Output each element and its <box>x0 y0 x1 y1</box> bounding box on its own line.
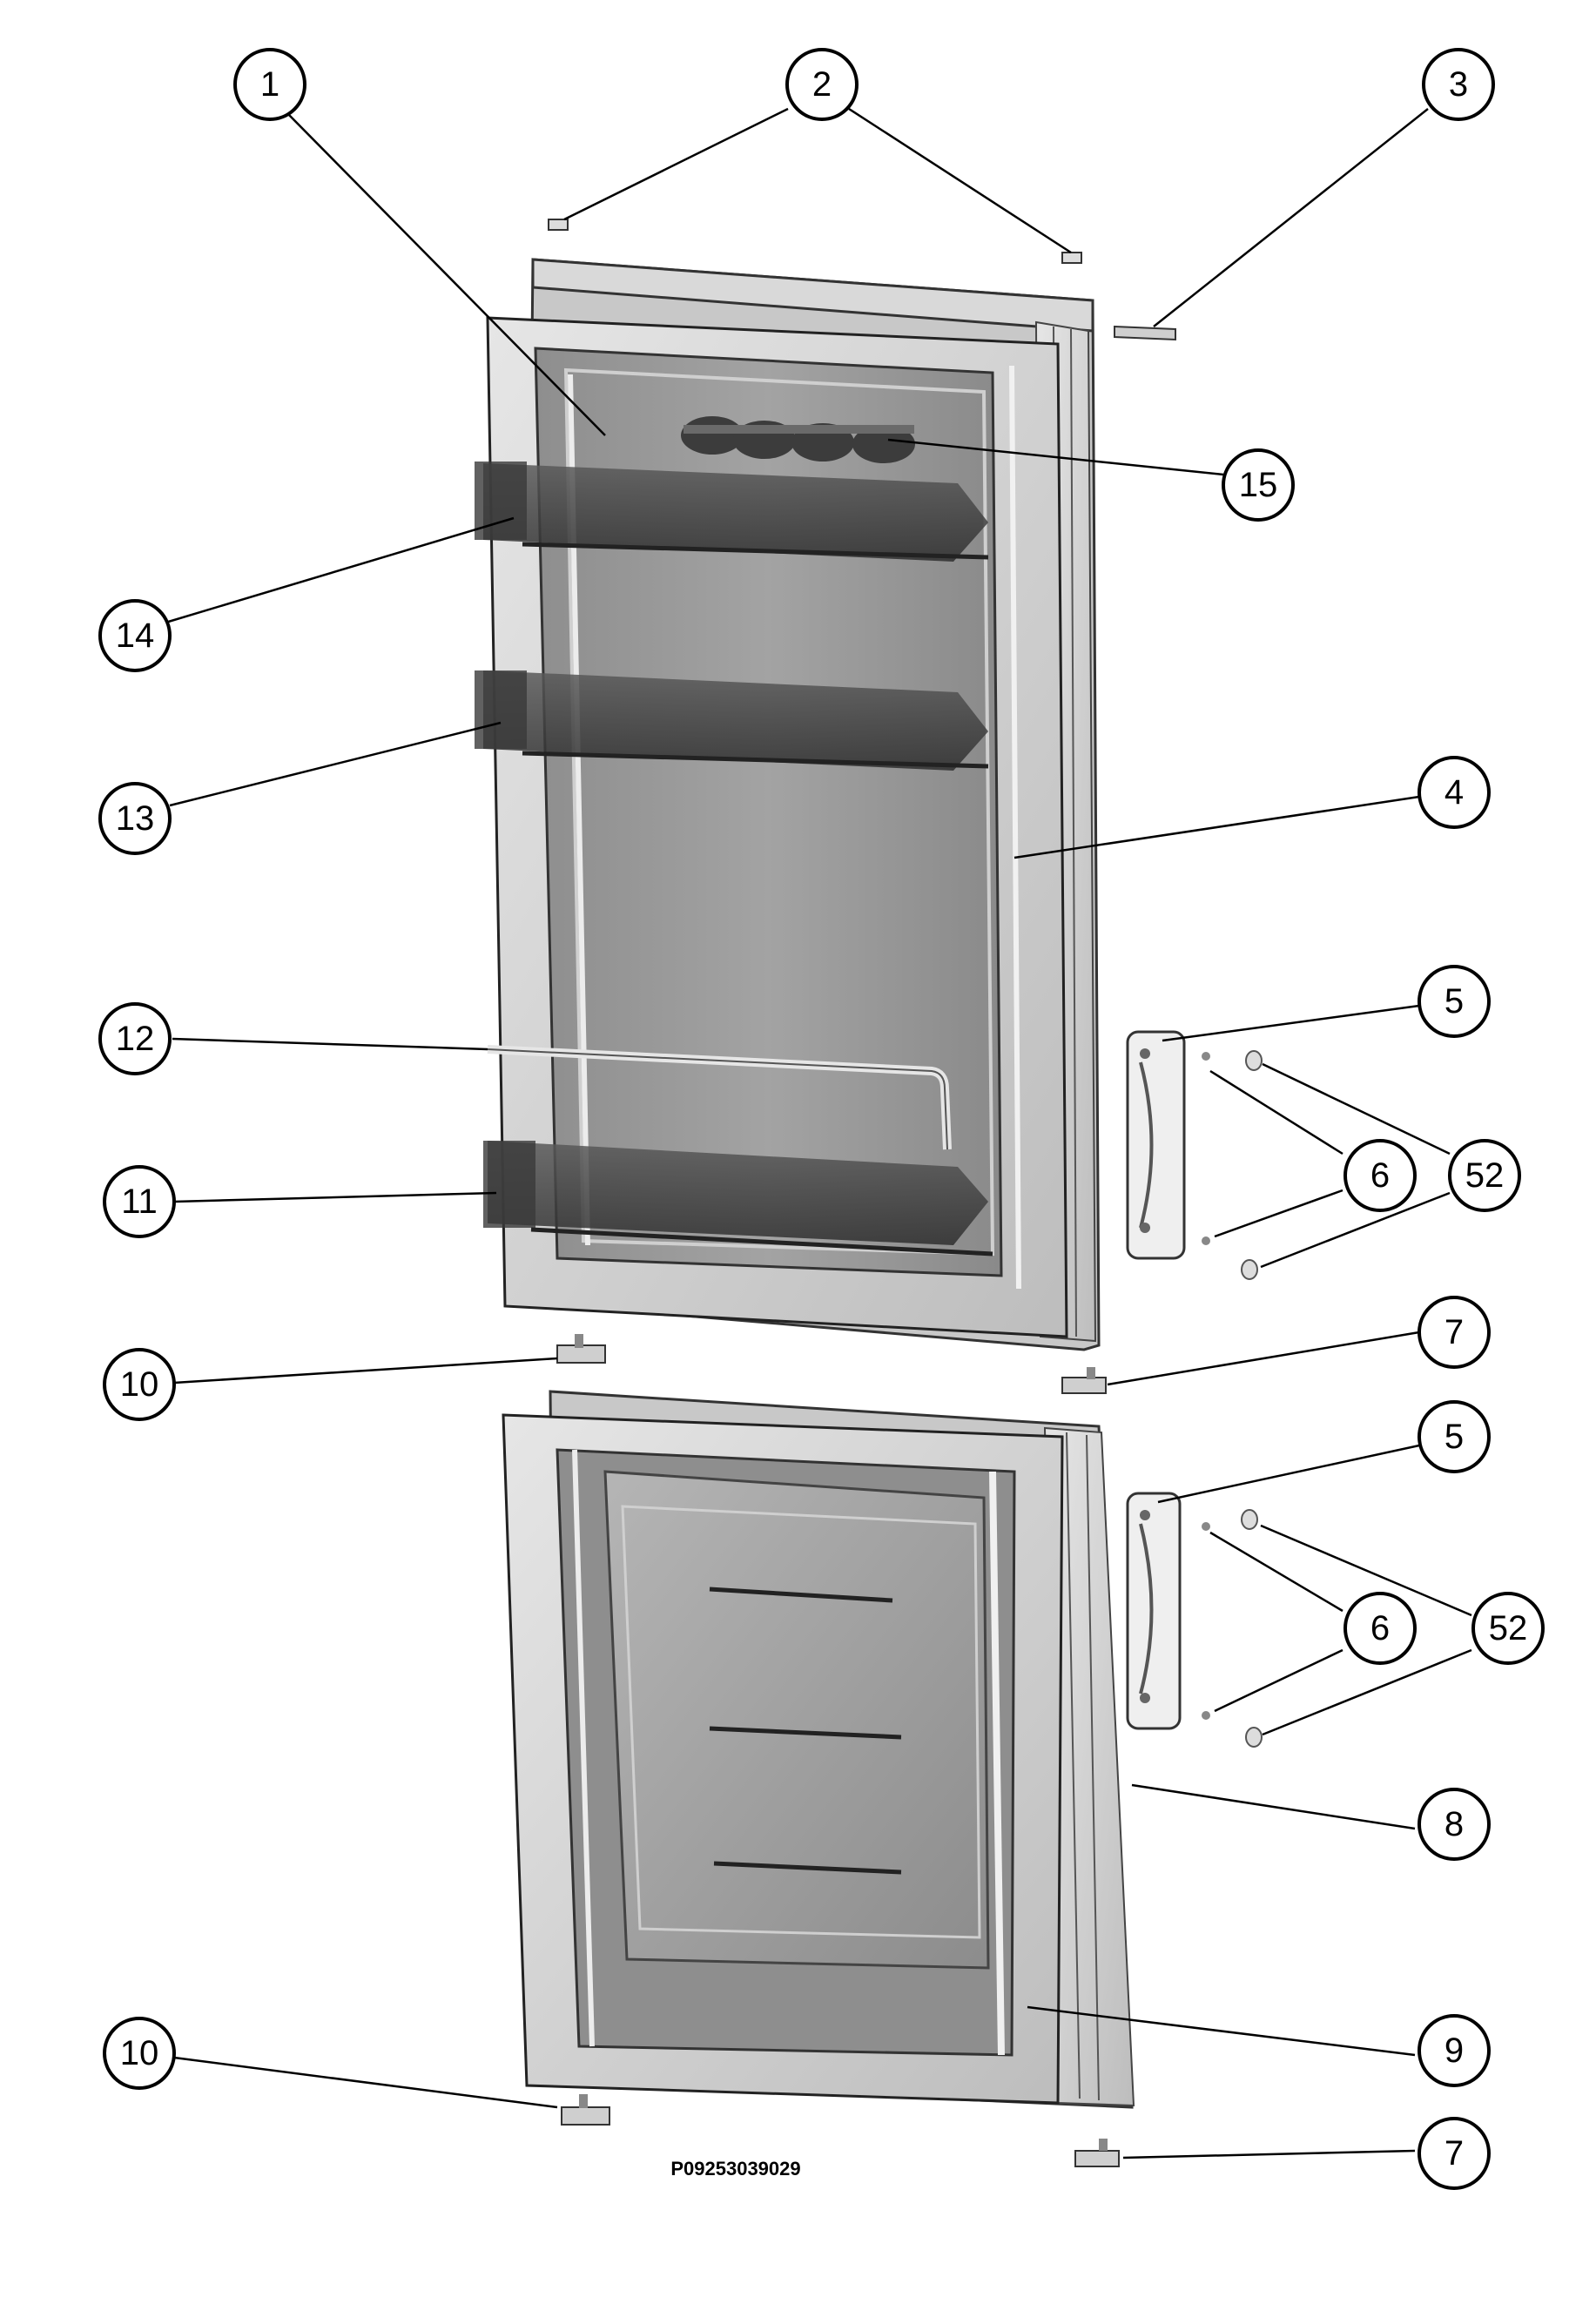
callout-4: 4 <box>1418 756 1491 829</box>
leader-52-lower-b <box>1262 1648 1472 1736</box>
callout-14-label: 14 <box>116 616 155 655</box>
cap-upper-top <box>1245 1050 1263 1071</box>
leader-2-left <box>563 107 789 221</box>
top-trim-strip <box>1114 325 1176 341</box>
leader-6-upper-b <box>1214 1189 1343 1238</box>
leader-7-upper <box>1107 1331 1420 1386</box>
top-cap-right <box>1061 252 1082 264</box>
callout-52-lower: 52 <box>1471 1592 1545 1665</box>
door-shelf-middle <box>475 670 989 771</box>
cap-lower-bottom <box>1245 1727 1263 1748</box>
callout-52-upper: 52 <box>1448 1139 1521 1212</box>
callout-9: 9 <box>1418 2014 1491 2087</box>
hinge-upper-right <box>1061 1367 1107 1394</box>
leader-7-lower <box>1122 2149 1416 2159</box>
lower-door-handle <box>1126 1492 1182 1730</box>
callout-10-lower-label: 10 <box>120 2034 159 2072</box>
upper-door-handle <box>1126 1030 1186 1260</box>
hinge-upper-left <box>556 1334 606 1364</box>
leader-6-lower-b <box>1214 1648 1343 1713</box>
leader-9 <box>1027 2005 1416 2057</box>
leader-14 <box>165 516 515 624</box>
leader-52-lower-a <box>1260 1524 1472 1617</box>
screw-upper-top <box>1202 1052 1210 1061</box>
leader-10-lower <box>173 2056 558 2109</box>
callout-13-label: 13 <box>116 799 155 838</box>
callout-5-lower-label: 5 <box>1444 1418 1464 1456</box>
callout-8: 8 <box>1418 1788 1491 1861</box>
callouts: 1 2 3 4 5 6 52 7 5 6 52 8 9 7 10 10 11 1… <box>98 48 1545 2190</box>
callout-52-lower-label: 52 <box>1489 1609 1528 1647</box>
callout-6-lower-label: 6 <box>1370 1609 1390 1647</box>
leader-11 <box>173 1191 497 1203</box>
callout-5-lower: 5 <box>1418 1400 1491 1473</box>
hinge-lower-right <box>1074 2139 1120 2167</box>
callout-2: 2 <box>785 48 859 121</box>
callout-12-label: 12 <box>116 1020 155 1058</box>
lower-door-assembly <box>502 1390 1135 2109</box>
leader-3 <box>1153 108 1429 327</box>
callout-52-upper-label: 52 <box>1465 1156 1505 1195</box>
callout-6-lower: 6 <box>1343 1592 1417 1665</box>
leader-4 <box>1013 795 1420 859</box>
leader-1 <box>286 112 606 436</box>
leader-8 <box>1131 1783 1416 1830</box>
callout-7-lower: 7 <box>1418 2117 1491 2190</box>
callout-11: 11 <box>103 1165 176 1238</box>
callout-5-upper-label: 5 <box>1444 982 1464 1021</box>
callout-6-upper: 6 <box>1343 1139 1417 1212</box>
leader-5-lower <box>1157 1444 1420 1504</box>
callout-3: 3 <box>1422 48 1495 121</box>
leader-52-upper-b <box>1260 1191 1451 1269</box>
callout-11-label: 11 <box>121 1182 158 1221</box>
cap-lower-top <box>1241 1509 1258 1530</box>
callout-7-upper-label: 7 <box>1444 1313 1464 1351</box>
upper-door-assembly <box>475 258 1101 1351</box>
upper-door-inner-liner <box>534 347 1003 1277</box>
screw-upper-bottom <box>1202 1236 1210 1245</box>
leader-52-upper-a <box>1262 1062 1451 1156</box>
callout-7-lower-label: 7 <box>1444 2134 1464 2173</box>
callout-3-label: 3 <box>1449 65 1468 104</box>
egg-tray <box>681 416 915 463</box>
leader-lines <box>165 107 1472 2159</box>
leader-13 <box>169 721 502 807</box>
callout-14: 14 <box>98 599 172 672</box>
callout-6-upper-label: 6 <box>1370 1156 1390 1195</box>
callout-10-lower: 10 <box>103 2017 176 2090</box>
top-cap-left <box>548 219 569 231</box>
callout-1: 1 <box>233 48 306 121</box>
door-shelf-lower <box>483 1141 993 1257</box>
leader-5-upper <box>1162 1004 1420 1042</box>
screw-lower-top <box>1202 1522 1210 1531</box>
door-shelf-upper <box>475 462 989 562</box>
drawing-code: P09253039029 <box>670 2158 800 2180</box>
callout-4-label: 4 <box>1444 773 1464 812</box>
leader-10-upper <box>173 1357 558 1385</box>
cap-upper-bottom <box>1241 1259 1258 1280</box>
screw-lower-bottom <box>1202 1711 1210 1720</box>
callout-9-label: 9 <box>1444 2031 1464 2070</box>
leader-15 <box>887 438 1224 476</box>
hinge-lower-left <box>561 2094 610 2126</box>
leader-2-right <box>848 107 1072 254</box>
callout-2-label: 2 <box>812 65 832 104</box>
callout-10-upper-label: 10 <box>120 1365 159 1404</box>
callout-12: 12 <box>98 1002 172 1075</box>
callout-1-label: 1 <box>260 65 279 104</box>
callout-15: 15 <box>1222 448 1295 522</box>
lower-door-inner-panel <box>603 1470 990 1970</box>
callout-8-label: 8 <box>1444 1805 1464 1843</box>
callout-10-upper: 10 <box>103 1348 176 1421</box>
leader-6-lower-a <box>1209 1531 1343 1613</box>
callout-5-upper: 5 <box>1418 965 1491 1038</box>
leader-12 <box>172 1037 488 1051</box>
callout-15-label: 15 <box>1239 466 1278 504</box>
upper-door-top-strip <box>531 258 1094 333</box>
leader-6-upper-a <box>1209 1069 1343 1156</box>
callout-13: 13 <box>98 782 172 855</box>
callout-7-upper: 7 <box>1418 1296 1491 1369</box>
